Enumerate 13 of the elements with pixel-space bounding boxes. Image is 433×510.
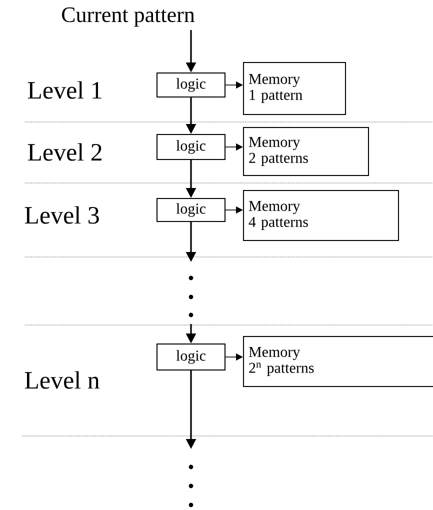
level-label: Level 2 xyxy=(28,143,102,161)
logic-box: logic xyxy=(156,198,226,222)
level-label: Level 1 xyxy=(28,81,102,99)
memory-box: Memory 1 pattern xyxy=(243,62,346,115)
input-label: Current pattern xyxy=(62,7,195,27)
memory-box: Memory 4 patterns xyxy=(243,190,399,241)
memory-box: Memory 2$^{n}$ patterns xyxy=(243,336,433,387)
logic-box: logic xyxy=(156,134,226,160)
level-label: Level n xyxy=(24,371,100,389)
logic-box: logic xyxy=(156,72,226,98)
level-label: Level 3 xyxy=(24,206,99,224)
memory-box: Memory 2 patterns xyxy=(243,127,369,176)
logic-box: logic xyxy=(156,344,226,370)
